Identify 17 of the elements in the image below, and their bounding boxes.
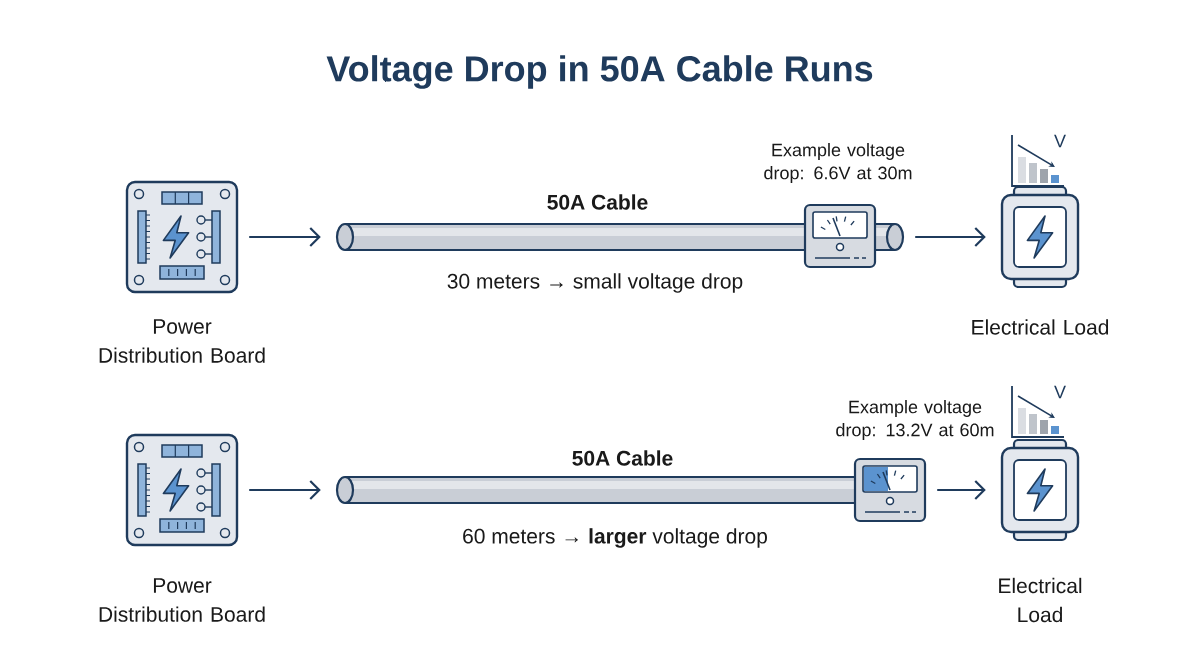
cable-label: 50A Cable [547,194,648,210]
node-label: Power Distribution Board [99,319,265,363]
title: Voltage Drop in 50A Cable Runs [326,55,873,89]
cable-label: 50A Cable [572,450,673,466]
drop-note: Example voltage drop: 6.6V at 30m [764,143,912,183]
length-note: 60 meters → larger voltage drop [463,528,767,548]
voltage-symbol: V [1054,385,1066,399]
arrow [249,227,321,247]
length-note: 30 meters → small voltage drop [447,273,743,293]
arrow [937,480,986,500]
node-label: Electrical Load [999,577,1082,623]
voltage-symbol: V [1054,134,1066,148]
node-label: Electrical Load [972,319,1109,335]
arrow [915,227,986,247]
node-label: Power Distribution Board [99,578,265,622]
arrow [249,480,321,500]
drop-note: Example voltage drop: 13.2V at 60m [836,400,994,440]
